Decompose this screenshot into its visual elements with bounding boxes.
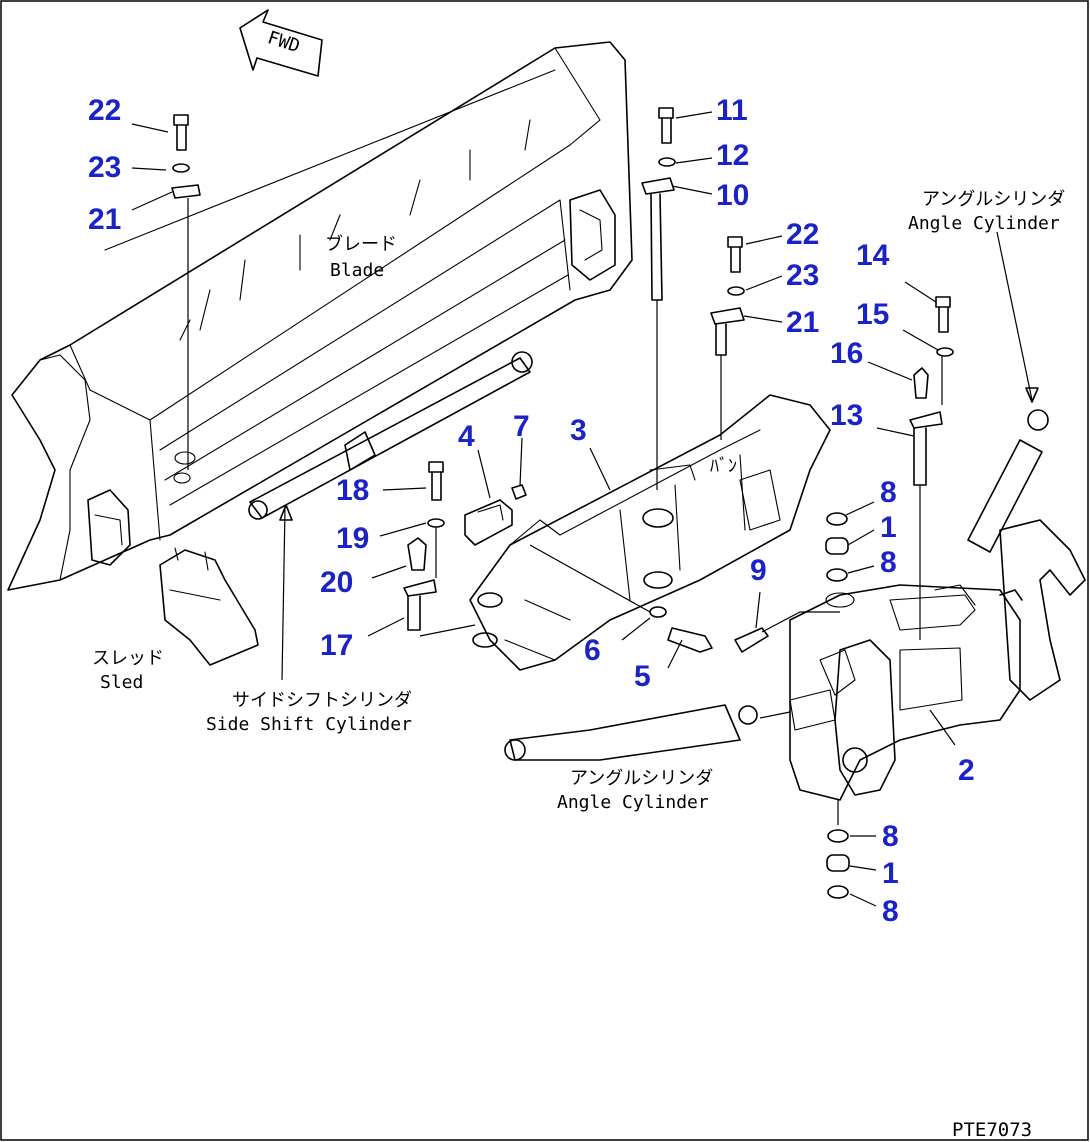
callout-22-right: 22 — [786, 218, 819, 251]
callout-15: 15 — [856, 298, 889, 331]
callout-21-right: 21 — [786, 306, 819, 339]
callout-10: 10 — [716, 179, 749, 212]
callout-numbers: 22 23 21 11 12 10 22 23 21 14 15 16 13 4… — [88, 94, 975, 928]
blade-en-label: Blade — [330, 260, 384, 281]
callout-6: 6 — [584, 634, 601, 667]
callout-20: 20 — [320, 566, 353, 599]
angle-cylinder-bottom-en-label: Angle Cylinder — [557, 792, 709, 813]
sled-en-label: Sled — [100, 672, 143, 693]
angle-cylinder-bottom-drawing: アングルシリンダ Angle Cylinder — [504, 704, 791, 813]
frame-mark: ﾊﾞﾝ — [710, 456, 737, 477]
callout-22-top-left: 22 — [88, 94, 121, 127]
callout-2: 2 — [958, 754, 975, 787]
callout-17: 17 — [320, 629, 353, 662]
sled-drawing: スレッド Sled — [87, 489, 259, 693]
callout-4: 4 — [458, 420, 475, 453]
angle-cylinder-top-en-label: Angle Cylinder — [908, 213, 1060, 234]
drawing-code: PTE7073 — [952, 1119, 1032, 1141]
blade-jp-label: ブレード — [325, 233, 397, 255]
callout-23-top-left: 23 — [88, 151, 121, 184]
side-shift-en-label: Side Shift Cylinder — [206, 714, 412, 735]
frame-drawing: ﾊﾞﾝ — [469, 394, 831, 671]
callout-5: 5 — [634, 660, 651, 693]
callout-19: 19 — [336, 522, 369, 555]
callout-9: 9 — [750, 554, 767, 587]
callout-23-right: 23 — [786, 259, 819, 292]
sled-jp-label: スレッド — [92, 648, 164, 669]
callout-11: 11 — [716, 94, 748, 127]
callout-1-upper: 1 — [880, 511, 897, 544]
callout-8-upper-b: 8 — [880, 546, 897, 579]
callout-3: 3 — [570, 414, 587, 447]
angle-cylinder-bottom-jp-label: アングルシリンダ — [570, 768, 713, 789]
side-shift-cylinder-drawing: サイドシフトシリンダ Side Shift Cylinder — [206, 351, 533, 735]
callout-13: 13 — [830, 399, 863, 432]
callout-12: 12 — [716, 139, 749, 172]
pivot-housing-drawing — [789, 519, 1086, 801]
callout-leaders — [131, 111, 956, 907]
side-shift-jp-label: サイドシフトシリンダ — [232, 690, 412, 711]
callout-1-lower: 1 — [882, 857, 899, 890]
callout-8-lower-b: 8 — [882, 895, 899, 928]
hardware-drawings — [171, 107, 954, 899]
callout-21-top-left: 21 — [88, 203, 121, 236]
callout-7: 7 — [513, 410, 530, 443]
angle-cylinder-top-jp-label: アングルシリンダ — [922, 189, 1065, 210]
callout-8-upper-a: 8 — [880, 476, 897, 509]
fwd-arrow-icon: FWD — [239, 9, 323, 77]
callout-14: 14 — [856, 239, 890, 272]
angle-cylinder-top-drawing: アングルシリンダ Angle Cylinder — [908, 189, 1065, 553]
callout-8-lower-a: 8 — [882, 820, 899, 853]
callout-16: 16 — [830, 337, 863, 370]
callout-18: 18 — [336, 474, 369, 507]
bracket-drawing — [464, 484, 527, 546]
